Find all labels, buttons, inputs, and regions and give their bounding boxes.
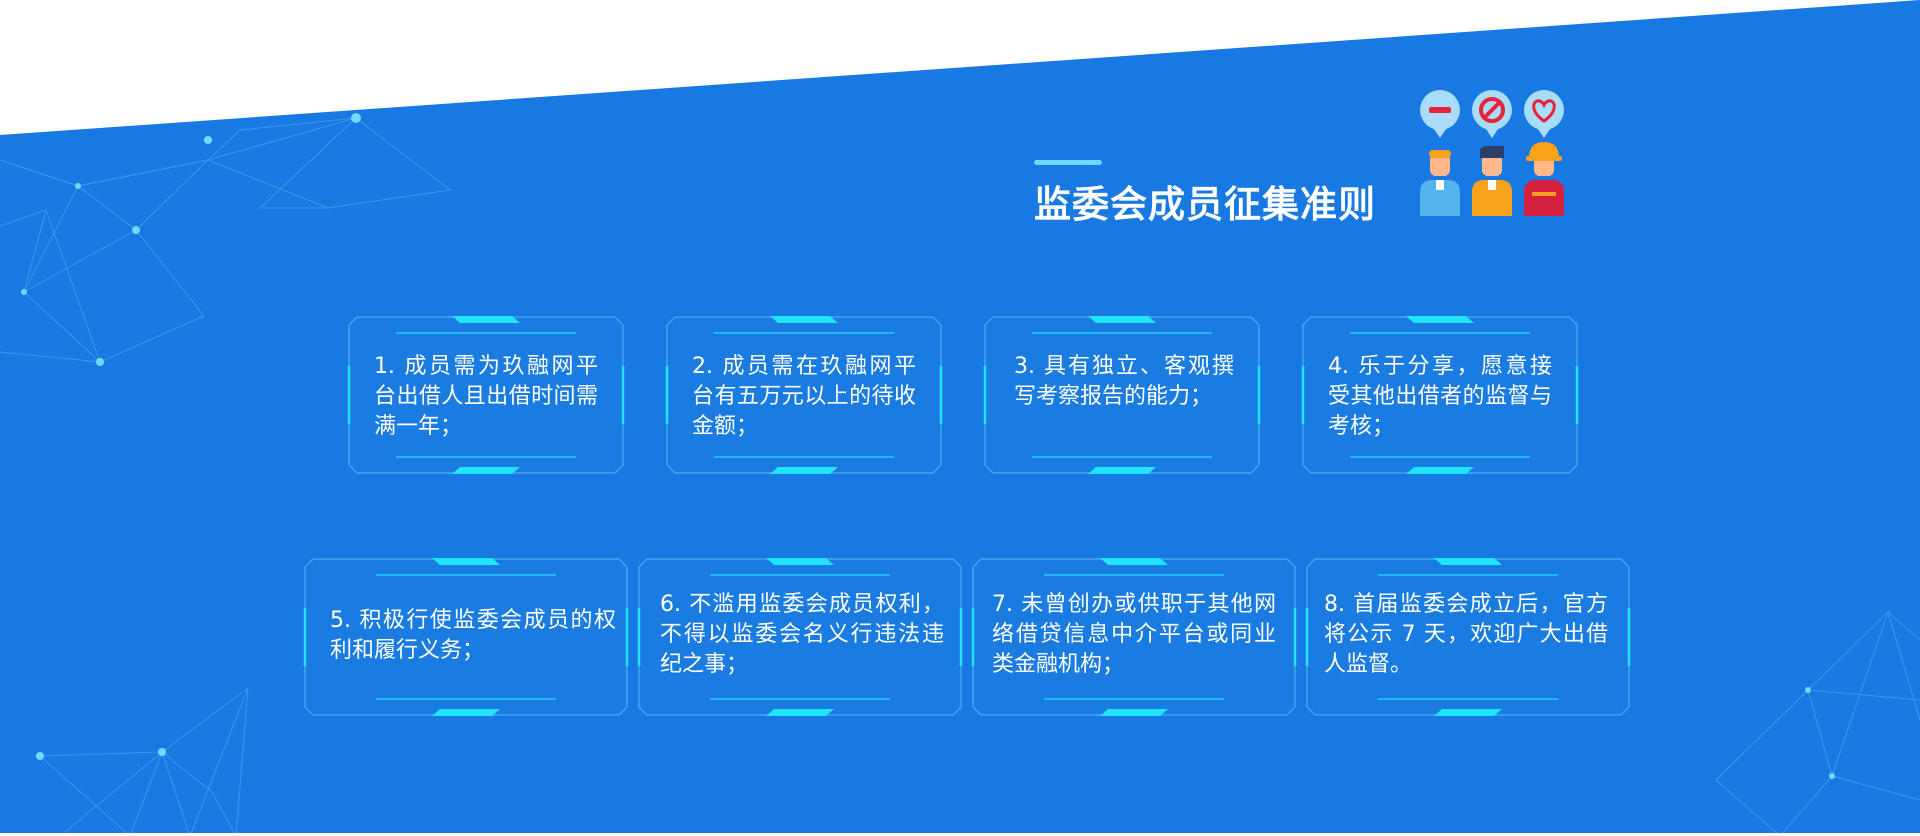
- rule-text: 7. 未曾创办或供职于其他网络借贷信息中介平台或同业类金融机构；: [992, 592, 1276, 677]
- rule-card-7: 7. 未曾创办或供职于其他网络借贷信息中介平台或同业类金融机构；: [970, 556, 1298, 718]
- person-icon: [1472, 146, 1512, 216]
- rule-card-6: 6. 不滥用监委会成员权利，不得以监委会名义行违法违纪之事；: [636, 556, 964, 718]
- page-title: 监委会成员征集准则: [1034, 183, 1376, 226]
- card-frame: [347, 316, 625, 474]
- network-dots-bottom-right: [1805, 687, 1835, 779]
- rule-text: 8. 首届监委会成立后，官方将公示 7 天，欢迎广大出借人监督。: [1324, 592, 1608, 677]
- rule-text: 3. 具有独立、客观撰写考察报告的能力；: [1014, 354, 1234, 409]
- person-icon: [1420, 150, 1460, 216]
- rule-text: 5. 积极行使监委会成员的权利和履行义务；: [330, 608, 616, 663]
- rule-text: 2. 成员需在玖融网平台有五万元以上的待收金额；: [692, 354, 916, 439]
- card-frame: [1301, 316, 1579, 474]
- rule-card-8: 8. 首届监委会成立后，官方将公示 7 天，欢迎广大出借人监督。: [1304, 556, 1632, 718]
- minus-bubble-icon: [1420, 90, 1460, 138]
- card-frame: [983, 316, 1261, 474]
- network-lines-bottom-left: [39, 686, 249, 836]
- rule-card-4: 4. 乐于分享，愿意接受其他出借者的监督与考核；: [1300, 314, 1580, 476]
- worker-helmet-icon: [1524, 142, 1564, 216]
- heart-bubble-icon: [1524, 90, 1564, 138]
- network-dots-bottom-left: [36, 748, 166, 760]
- network-dots-left: [21, 113, 361, 366]
- card-frame: [303, 558, 629, 716]
- prohibited-bubble-icon: [1472, 90, 1512, 138]
- people-illustration: [1420, 90, 1564, 216]
- rule-card-2: 2. 成员需在玖融网平台有五万元以上的待收金额；: [664, 314, 944, 476]
- card-frame: [637, 558, 963, 716]
- rule-text: 6. 不滥用监委会成员权利，不得以监委会名义行违法违纪之事；: [660, 592, 944, 677]
- card-frame: [665, 316, 943, 474]
- rule-card-5: 5. 积极行使监委会成员的权利和履行义务；: [302, 556, 630, 718]
- card-frame: [971, 558, 1297, 716]
- network-lines-bottom-right: [1715, 610, 1920, 836]
- rule-card-3: 3. 具有独立、客观撰写考察报告的能力；: [982, 314, 1262, 476]
- rule-card-1: 1. 成员需为玖融网平台出借人且出借时间需满一年；: [346, 314, 626, 476]
- rule-text: 1. 成员需为玖融网平台出借人且出借时间需满一年；: [374, 354, 598, 439]
- card-frame: [1305, 558, 1631, 716]
- title-accent-bar: [1034, 160, 1102, 165]
- rule-text: 4. 乐于分享，愿意接受其他出借者的监督与考核；: [1328, 354, 1552, 439]
